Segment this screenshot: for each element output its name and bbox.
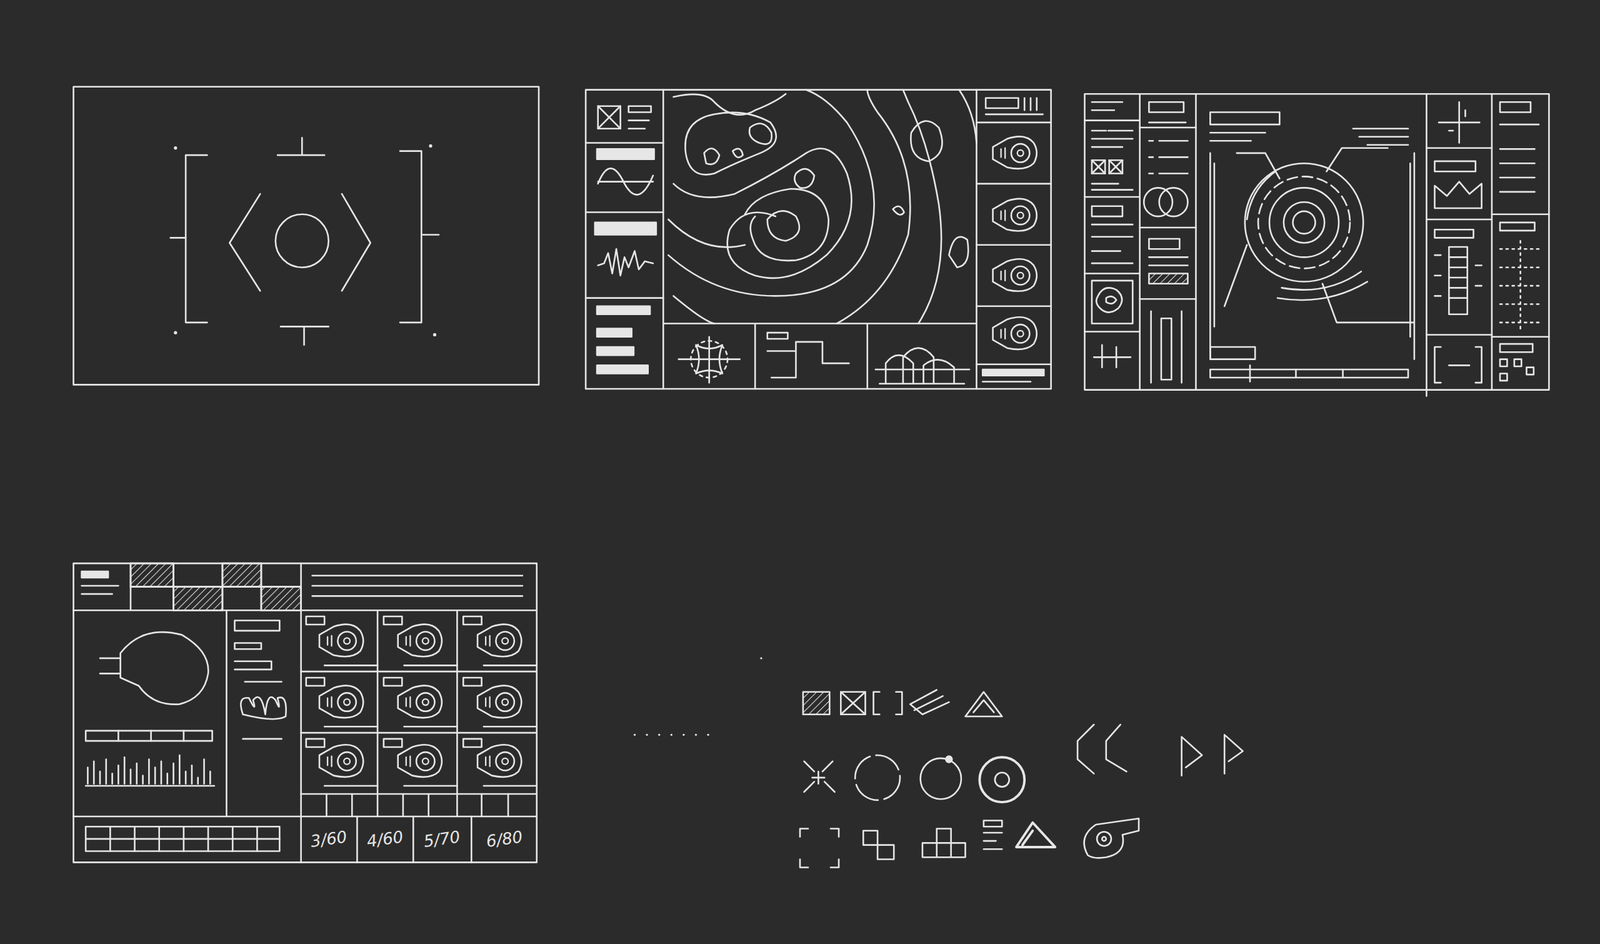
cell-label: 5/70 xyxy=(422,826,462,851)
cell-label: 6/80 xyxy=(485,826,524,851)
cell-label: 3/60 xyxy=(309,826,349,851)
cell-label: 4/60 xyxy=(365,826,405,851)
